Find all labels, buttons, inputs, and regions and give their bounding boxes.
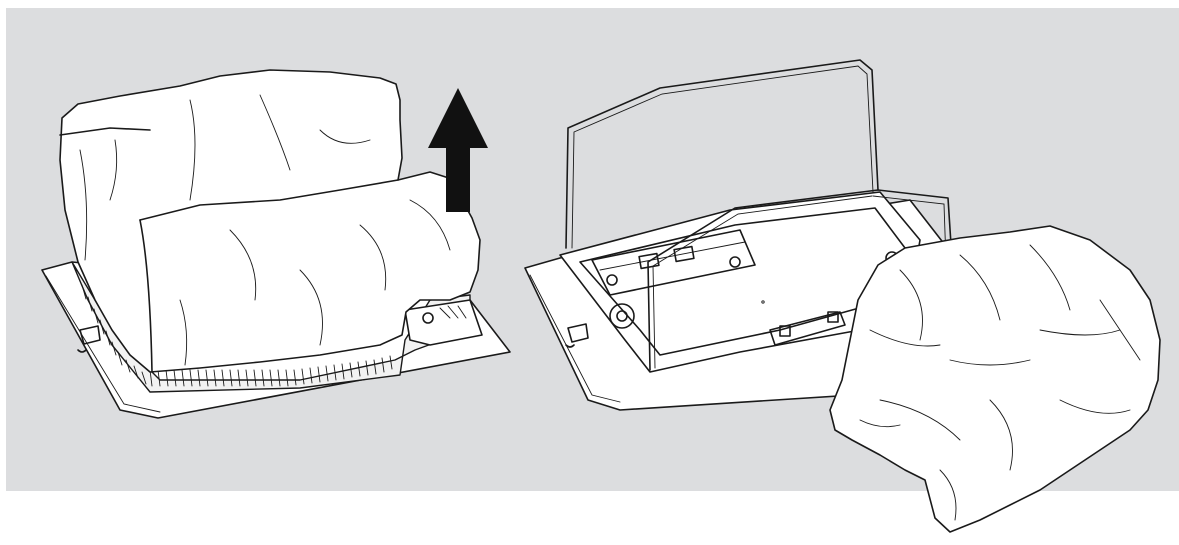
arrow-up-icon <box>428 88 488 212</box>
removed-cover <box>829 225 1161 533</box>
fabric-cover <box>59 69 481 373</box>
exposed-base-corner <box>404 299 483 346</box>
base-screw <box>422 312 434 324</box>
plate-tab-left <box>79 325 101 345</box>
wire-frame <box>565 59 953 371</box>
fringe-hatching <box>81 284 393 387</box>
removed-cover-folds <box>859 244 1141 521</box>
tray-components <box>591 229 899 346</box>
cover-folds <box>59 94 451 373</box>
left-scene-covered-unit <box>41 69 511 419</box>
right-scene-uncovered-unit <box>524 59 1161 533</box>
arrow-up-shape <box>428 88 488 212</box>
plate-tab-right <box>567 323 589 343</box>
